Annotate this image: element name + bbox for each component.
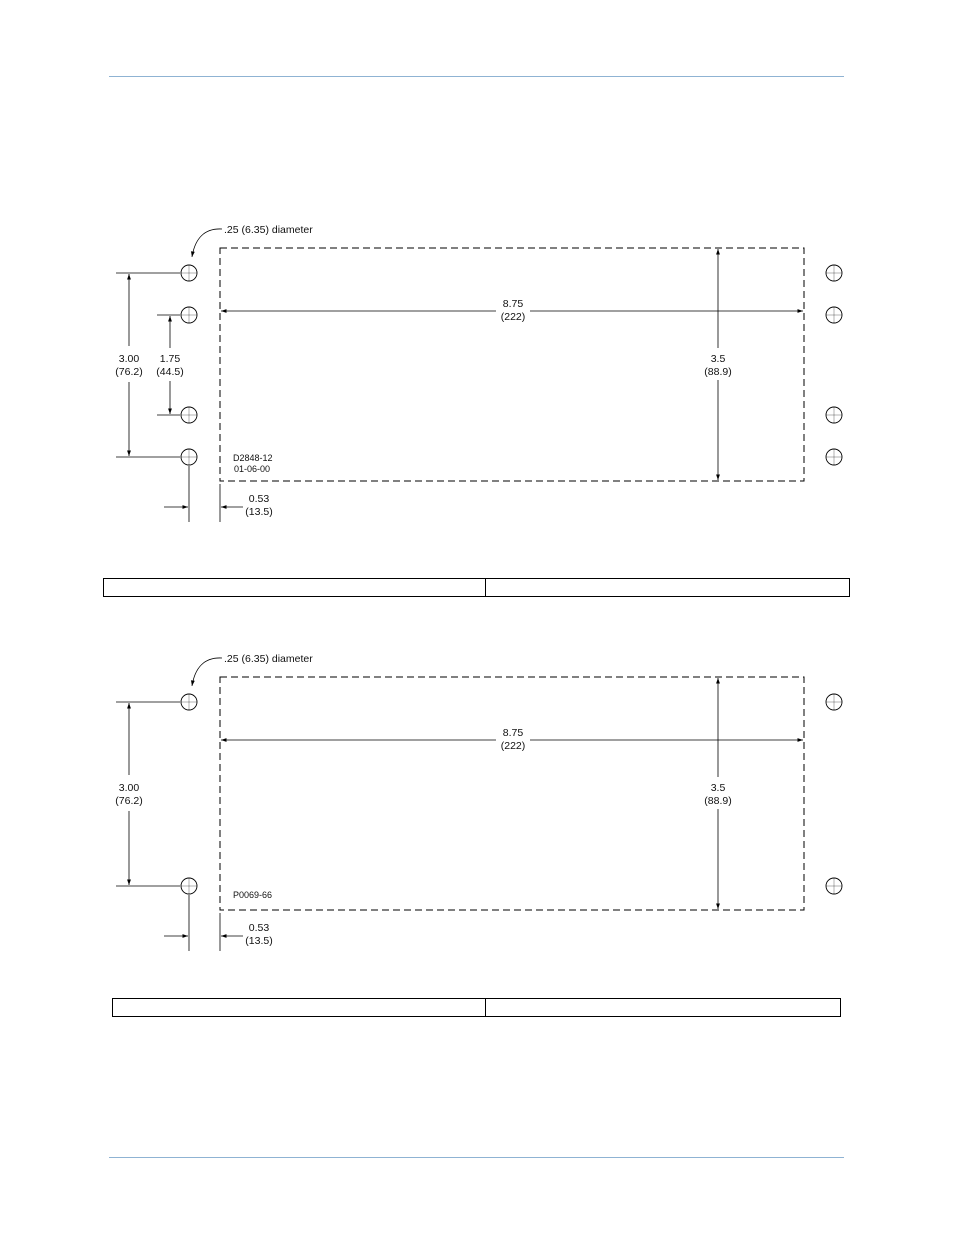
outer-spacing-mm: (76.2) [115, 366, 142, 378]
figure-caption-table [103, 578, 850, 597]
mounting-hole-icon [180, 306, 198, 324]
width-dimension-in: 8.75 [503, 727, 524, 739]
outer-spacing-in: 3.00 [119, 782, 140, 794]
outer-spacing-mm: (76.2) [115, 795, 142, 807]
mounting-diagram-2: .25 (6.35) diameter 8.75 (222) 3.5 (88.9… [115, 653, 843, 951]
height-dimension-in: 3.5 [711, 353, 726, 365]
caption-cell [103, 578, 486, 597]
footer-rule [109, 1157, 844, 1158]
mounting-hole-icon [825, 264, 843, 282]
figure-caption-table [112, 998, 841, 1017]
mounting-hole-icon [180, 406, 198, 424]
outer-spacing-in: 3.00 [119, 353, 140, 365]
offset-mm: (13.5) [245, 506, 272, 518]
height-dimension-in: 3.5 [711, 782, 726, 794]
width-dimension-mm: (222) [501, 311, 526, 323]
height-dimension-mm: (88.9) [704, 366, 731, 378]
offset-in: 0.53 [249, 922, 270, 934]
mounting-diagram-1: .25 (6.35) diameter [115, 224, 843, 522]
drawing-number: P0069-66 [233, 890, 272, 900]
width-dimension-mm: (222) [501, 740, 526, 752]
hole-note: .25 (6.35) diameter [224, 224, 313, 236]
mounting-hole-icon [825, 406, 843, 424]
panel-cutout-outline [219, 676, 805, 911]
width-dimension-in: 8.75 [503, 298, 524, 310]
height-dimension-mm: (88.9) [704, 795, 731, 807]
inner-spacing-in: 1.75 [160, 353, 181, 365]
mounting-hole-icon [825, 877, 843, 895]
hole-note: .25 (6.35) diameter [224, 653, 313, 665]
mounting-hole-icon [180, 693, 198, 711]
mounting-hole-icon [825, 448, 843, 466]
mounting-hole-icon [825, 693, 843, 711]
mounting-hole-icon [180, 448, 198, 466]
panel-cutout-outline [219, 247, 805, 482]
caption-cell [112, 998, 486, 1017]
drawing-number: D2848-12 [233, 453, 273, 463]
offset-in: 0.53 [249, 493, 270, 505]
mounting-hole-icon [180, 264, 198, 282]
drawing-date: 01-06-00 [234, 464, 270, 474]
caption-cell [485, 998, 841, 1017]
hole-note-leader [190, 657, 223, 687]
header-rule [109, 76, 844, 77]
mounting-hole-icon [825, 306, 843, 324]
mounting-hole-icon [180, 877, 198, 895]
caption-cell [485, 578, 850, 597]
hole-note-leader [190, 228, 223, 258]
offset-mm: (13.5) [245, 935, 272, 947]
inner-spacing-mm: (44.5) [156, 366, 183, 378]
